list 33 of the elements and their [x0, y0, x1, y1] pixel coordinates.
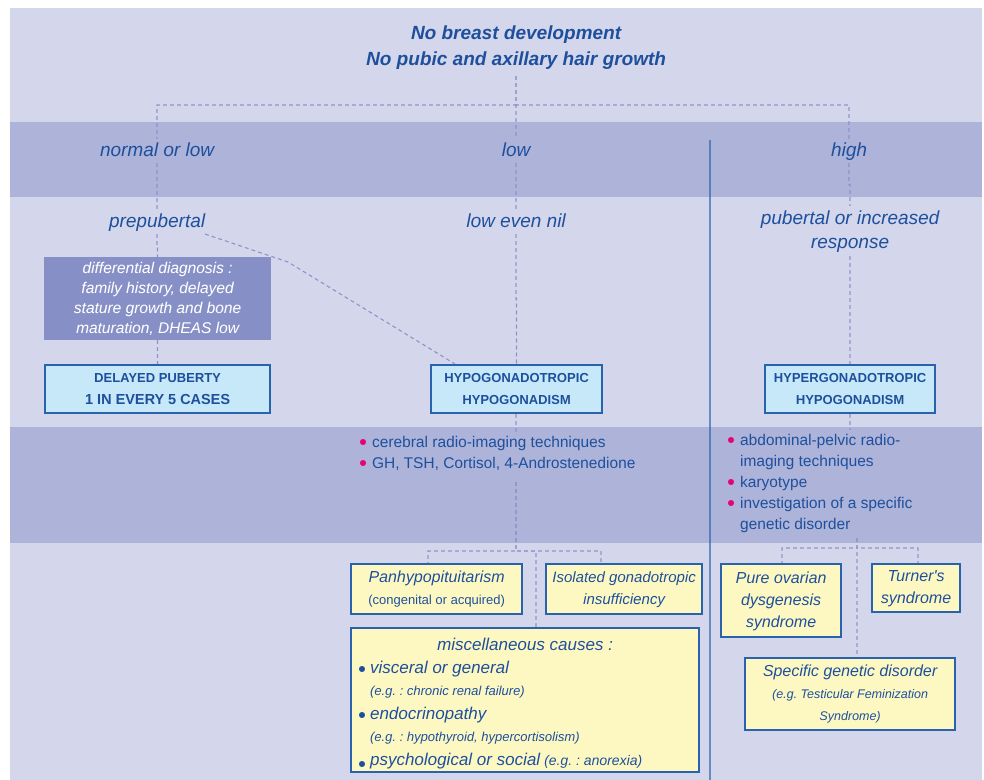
- list-item: cerebral radio-imaging techniques: [358, 432, 606, 453]
- connector-line: [156, 340, 158, 364]
- result-label: normal or low: [100, 139, 214, 163]
- result-label: low: [502, 139, 530, 163]
- connector-line: [156, 163, 158, 210]
- connector-line: [848, 163, 851, 206]
- list-item: GH, TSH, Cortisol, 4-Androstenedione: [358, 453, 636, 474]
- list-item: karyotype: [726, 472, 808, 493]
- connector-line: [515, 234, 518, 364]
- connector-line: [156, 234, 158, 257]
- connector-line: [515, 76, 850, 139]
- note-box: differential diagnosis : family history, delayed stature growth and bone maturation, DHEAS low: [44, 257, 271, 340]
- diagnosis-box: HYPOGONADOTROPIC HYPOGONADISM: [430, 364, 603, 414]
- heading-text: No pubic and axillary hair growth: [366, 48, 666, 72]
- connector-line: [515, 414, 517, 432]
- cause-box: Pure ovarian dysgenesis syndrome: [720, 563, 842, 638]
- cause-box: Isolated gonadotropic insufficiency: [545, 563, 703, 615]
- result-label: pubertal or increased response: [759, 207, 941, 255]
- connector-line: [849, 414, 851, 430]
- cause-box: Specific genetic disorder (e.g. Testicular Feminization Syndrome): [744, 657, 956, 731]
- diagnosis-box: HYPERGONADOTROPIC HYPOGONADISM: [764, 364, 936, 414]
- diagnosis-box: DELAYED PUBERTY 1 IN EVERY 5 CASES: [44, 364, 271, 414]
- connector-line: [204, 233, 456, 365]
- result-label: prepubertal: [108, 210, 206, 234]
- result-label: high: [831, 139, 867, 163]
- cause-box: Turner's syndrome: [871, 563, 961, 613]
- connector-line: [849, 256, 851, 364]
- list-item: investigation of a specific genetic disorder: [726, 493, 951, 535]
- result-label: low even nil: [466, 210, 566, 234]
- cause-box: miscellaneous causes : visceral or general (e.g. : chronic renal failure) endocrinopathy (e.g. : hypothyroid, hypercortisolism) psychological or social (e.g. : anorexia): [350, 627, 700, 773]
- connector-line: [515, 163, 517, 210]
- heading-text: No breast development: [410, 22, 622, 46]
- cause-box: Panhypopituitarism (congenital or acquired): [350, 563, 523, 615]
